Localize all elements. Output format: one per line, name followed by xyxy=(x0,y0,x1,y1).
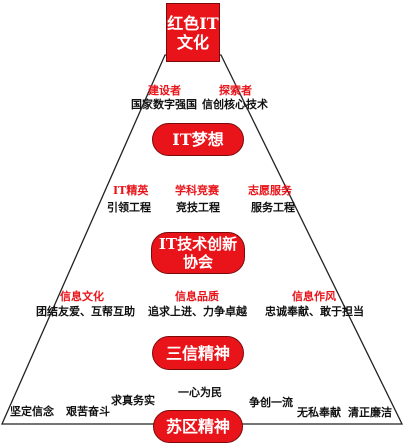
volunteer-title: 志愿服务 xyxy=(248,184,292,197)
info-culture-title: 信息文化 xyxy=(60,290,104,303)
word-seek-truth: 求真务实 xyxy=(111,394,155,407)
top-box-line1: 红色IT xyxy=(167,13,219,33)
three-xin-label: 三信精神 xyxy=(165,343,230,363)
info-quality-desc: 追求上进、力争卓越 xyxy=(148,305,247,318)
word-selfless-devotion: 无私奉献 xyxy=(297,406,341,419)
red-it-culture-box: 红色IT 文化 xyxy=(166,3,220,62)
word-firm-belief: 坚定信念 xyxy=(10,405,54,418)
word-strive-first: 争创一流 xyxy=(249,396,293,409)
builder-title: 建设者 xyxy=(148,84,181,97)
three-xin-spirit-pill: 三信精神 xyxy=(152,336,244,370)
top-box-line2: 文化 xyxy=(176,32,209,52)
explorer-desc: 信创核心技术 xyxy=(202,98,268,111)
soviet-area-label: 苏区精神 xyxy=(165,417,230,436)
it-innovation-association-pill: IT技术创新 协会 xyxy=(151,232,245,274)
info-style-desc: 忠诚奉献、敢于担当 xyxy=(265,305,364,318)
info-culture-desc: 团结友爱、互帮互助 xyxy=(36,305,135,318)
info-quality-title: 信息品质 xyxy=(175,290,219,303)
volunteer-desc: 服务工程 xyxy=(251,201,295,214)
soviet-area-spirit-pill: 苏区精神 xyxy=(153,410,243,443)
association-line1: IT技术创新 xyxy=(158,235,238,253)
it-elite-desc: 引领工程 xyxy=(107,201,151,214)
word-integrity: 清正廉洁 xyxy=(348,406,392,419)
info-style-title: 信息作风 xyxy=(292,290,336,303)
word-serve-people: 一心为民 xyxy=(178,386,222,399)
competition-title: 学科竞赛 xyxy=(175,184,219,197)
explorer-title: 探索者 xyxy=(219,84,252,97)
competition-desc: 竞技工程 xyxy=(176,201,220,214)
association-line2: 协会 xyxy=(182,253,213,271)
it-dream-label: IT梦想 xyxy=(172,130,224,149)
it-dream-pill: IT梦想 xyxy=(152,123,244,156)
it-elite-title: IT精英 xyxy=(113,184,149,197)
word-hard-struggle: 艰苦奋斗 xyxy=(66,405,110,418)
builder-desc: 国家数字强国 xyxy=(131,98,197,111)
